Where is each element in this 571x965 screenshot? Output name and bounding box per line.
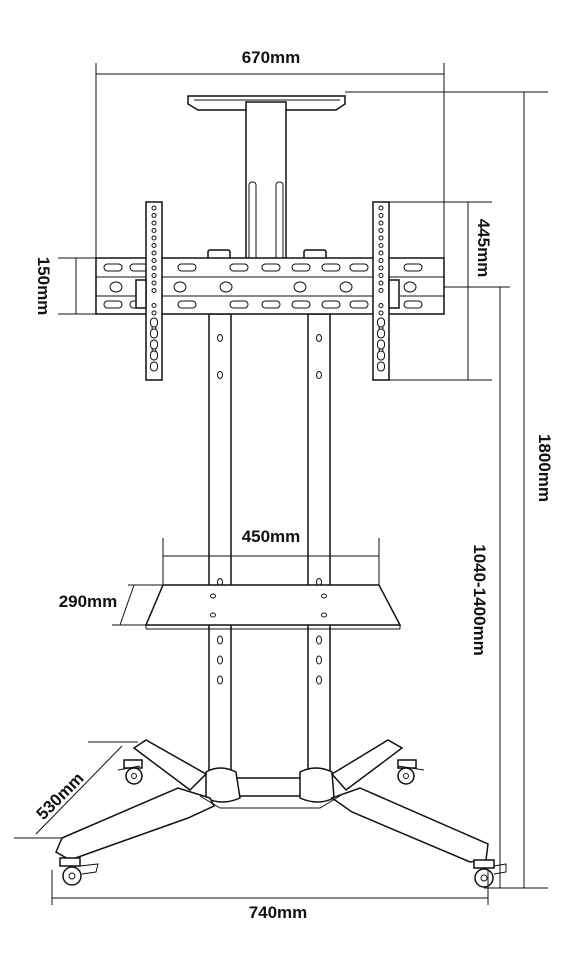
arm-slot <box>150 328 158 339</box>
plate-hole <box>293 281 307 293</box>
caster-back-left <box>117 759 143 785</box>
arm-hole <box>151 220 157 226</box>
arm-hole <box>378 228 384 233</box>
label-base-width: 740mm <box>249 903 308 922</box>
right-tv-arm <box>372 201 400 381</box>
lower-legs <box>208 313 331 775</box>
plate-slot <box>103 263 123 272</box>
arm-hole <box>151 288 157 293</box>
arm-hole <box>378 213 384 218</box>
label-bracket-height: 150mm <box>34 257 53 316</box>
plate-slot <box>229 300 249 309</box>
dimension-lines <box>14 63 548 905</box>
arm-slot <box>377 328 385 339</box>
arm-hole <box>151 258 157 263</box>
arm-hole <box>378 250 384 256</box>
plate-slot <box>403 263 423 272</box>
plate-slot <box>177 263 197 272</box>
caster-back-right <box>397 759 425 785</box>
arm-slot <box>377 317 385 328</box>
arm-hole <box>151 228 157 233</box>
plate-hole <box>219 281 233 293</box>
caster-front-right <box>473 859 507 888</box>
arm-hole <box>151 243 157 248</box>
plate-slot <box>291 300 311 309</box>
plate-slot <box>261 263 281 272</box>
plate-slot <box>261 300 281 309</box>
label-shelf-depth: 290mm <box>59 592 118 611</box>
arm-hole <box>151 273 157 278</box>
plate-slot <box>321 300 341 309</box>
arm-hole <box>378 310 384 316</box>
arm-hole <box>378 280 384 286</box>
arm-hole <box>151 250 157 256</box>
shelf <box>144 584 402 630</box>
plate-hole <box>173 281 187 293</box>
arm-hole <box>151 310 157 316</box>
label-adjust-height: 1040-1400mm <box>470 544 489 656</box>
label-total-height: 1800mm <box>535 434 554 502</box>
arm-hole <box>378 205 384 211</box>
label-top-width: 670mm <box>242 48 301 67</box>
center-mast <box>207 101 327 263</box>
arm-hole <box>151 303 157 308</box>
arm-hole <box>378 273 384 278</box>
plate-slot <box>349 263 369 272</box>
plate-slot <box>177 300 197 309</box>
arm-hole <box>378 265 384 271</box>
plate-slot <box>403 300 423 309</box>
label-shelf-width: 450mm <box>242 527 301 546</box>
plate-slot <box>291 263 311 272</box>
plate-slot <box>229 263 249 272</box>
arm-hole <box>378 288 384 293</box>
arm-hole <box>378 243 384 248</box>
arm-hole <box>378 303 384 308</box>
plate-slot <box>103 300 123 309</box>
plate-slot <box>321 263 341 272</box>
arm-hole <box>151 205 157 211</box>
left-tv-arm <box>135 201 163 381</box>
arm-hole <box>378 258 384 263</box>
caster-front-left <box>59 857 99 886</box>
arm-slot <box>150 339 158 350</box>
arm-slot <box>150 361 158 372</box>
label-arm-height: 445mm <box>474 219 493 278</box>
arm-slot <box>150 317 158 328</box>
plate-hole <box>339 281 353 293</box>
base <box>55 739 489 863</box>
plate-hole <box>109 281 123 293</box>
arm-hole <box>151 280 157 286</box>
arm-slot <box>377 361 385 372</box>
arm-slot <box>377 339 385 350</box>
arm-slot <box>150 350 158 361</box>
arm-hole <box>378 220 384 226</box>
arm-hole <box>378 235 384 241</box>
arm-slot <box>377 350 385 361</box>
plate-hole <box>403 281 417 293</box>
arm-hole <box>151 265 157 271</box>
plate-slot <box>349 300 369 309</box>
arm-hole <box>151 213 157 218</box>
label-base-depth: 530mm <box>33 769 88 824</box>
arm-hole <box>151 235 157 241</box>
